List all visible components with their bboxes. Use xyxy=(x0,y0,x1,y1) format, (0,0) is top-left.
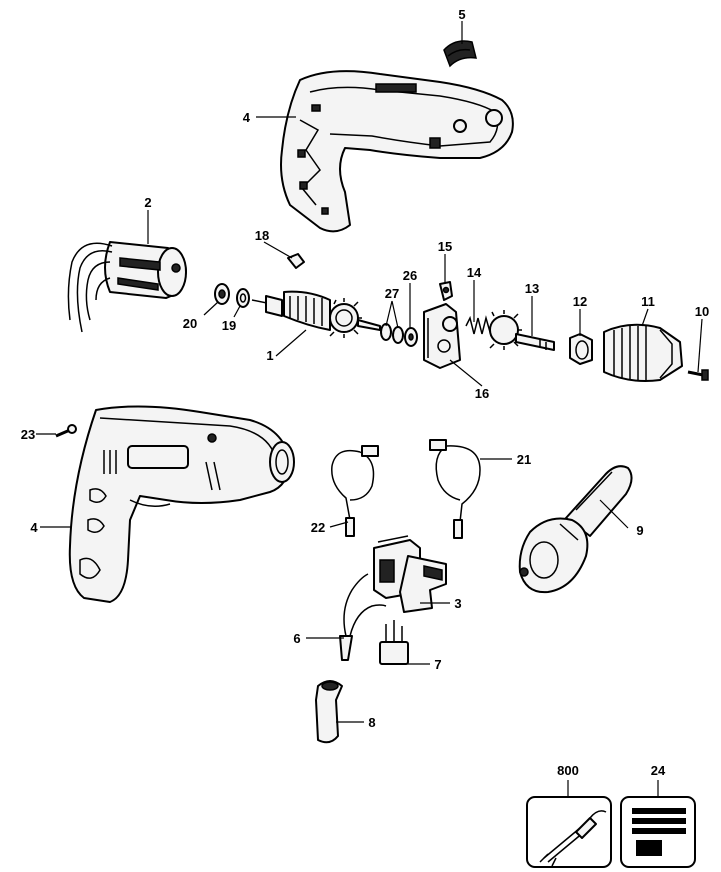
part-23-screw xyxy=(55,424,77,438)
part-18-clip xyxy=(287,253,305,269)
callout-7: 7 xyxy=(434,657,441,672)
callout-13: 13 xyxy=(525,281,539,296)
callout-22: 22 xyxy=(311,520,325,535)
callout-2: 2 xyxy=(144,195,151,210)
callout-3: 3 xyxy=(454,596,461,611)
callout-15: 15 xyxy=(438,239,452,254)
callout-26: 26 xyxy=(403,268,417,283)
callout-20: 20 xyxy=(183,316,197,331)
part-11-chuck xyxy=(603,323,683,382)
part-8-cord-protector xyxy=(315,680,343,744)
callout-14: 14 xyxy=(467,265,482,280)
callout-12: 12 xyxy=(573,294,587,309)
part-4-drill-housing-bottom xyxy=(68,405,295,603)
part-22-brush-lead xyxy=(331,445,379,537)
callout-6: 6 xyxy=(293,631,300,646)
part-6-cord-lead xyxy=(339,573,387,661)
part-13-spindle-gear xyxy=(489,310,555,351)
callout-24: 24 xyxy=(651,763,666,778)
callout-16: 16 xyxy=(475,386,489,401)
part-1-armature xyxy=(251,290,381,338)
part-14-spring xyxy=(465,315,491,335)
callout-4-bottom: 4 xyxy=(30,520,38,535)
callout-21: 21 xyxy=(517,452,531,467)
part-800-kit-box xyxy=(526,796,612,868)
callout-19: 19 xyxy=(222,318,236,333)
part-3-switch xyxy=(373,535,447,613)
part-19-washer xyxy=(236,288,250,308)
callout-9: 9 xyxy=(636,523,643,538)
part-2-field-assembly xyxy=(67,241,187,333)
part-4-housing-half-top xyxy=(280,70,514,233)
callout-27: 27 xyxy=(385,286,399,301)
callout-11: 11 xyxy=(641,294,655,309)
part-15-pin xyxy=(439,281,453,301)
callout-4-top: 4 xyxy=(243,110,251,125)
part-21-brush-lead xyxy=(429,439,481,539)
callout-18: 18 xyxy=(255,228,269,243)
part-26-washer xyxy=(404,327,418,347)
callout-labels: 5 4 2 18 15 14 26 27 13 12 11 10 20 19 1… xyxy=(21,7,709,778)
callout-10: 10 xyxy=(695,304,709,319)
part-27-washers xyxy=(380,323,404,344)
callout-23: 23 xyxy=(21,427,35,442)
callout-5: 5 xyxy=(458,7,465,22)
part-7-terminal-block xyxy=(379,620,409,665)
part-16-gearcase-plate xyxy=(423,303,461,369)
part-5-switch-cap xyxy=(443,40,477,68)
leader-lines xyxy=(36,21,703,797)
part-24-label-box xyxy=(620,796,696,868)
callout-800: 800 xyxy=(557,763,579,778)
callout-8: 8 xyxy=(368,715,375,730)
part-10-chuck-screw xyxy=(687,369,709,381)
part-12-bearing xyxy=(569,333,593,365)
part-20-bearing xyxy=(214,283,230,305)
callout-1: 1 xyxy=(266,348,273,363)
part-9-side-handle xyxy=(518,465,633,594)
